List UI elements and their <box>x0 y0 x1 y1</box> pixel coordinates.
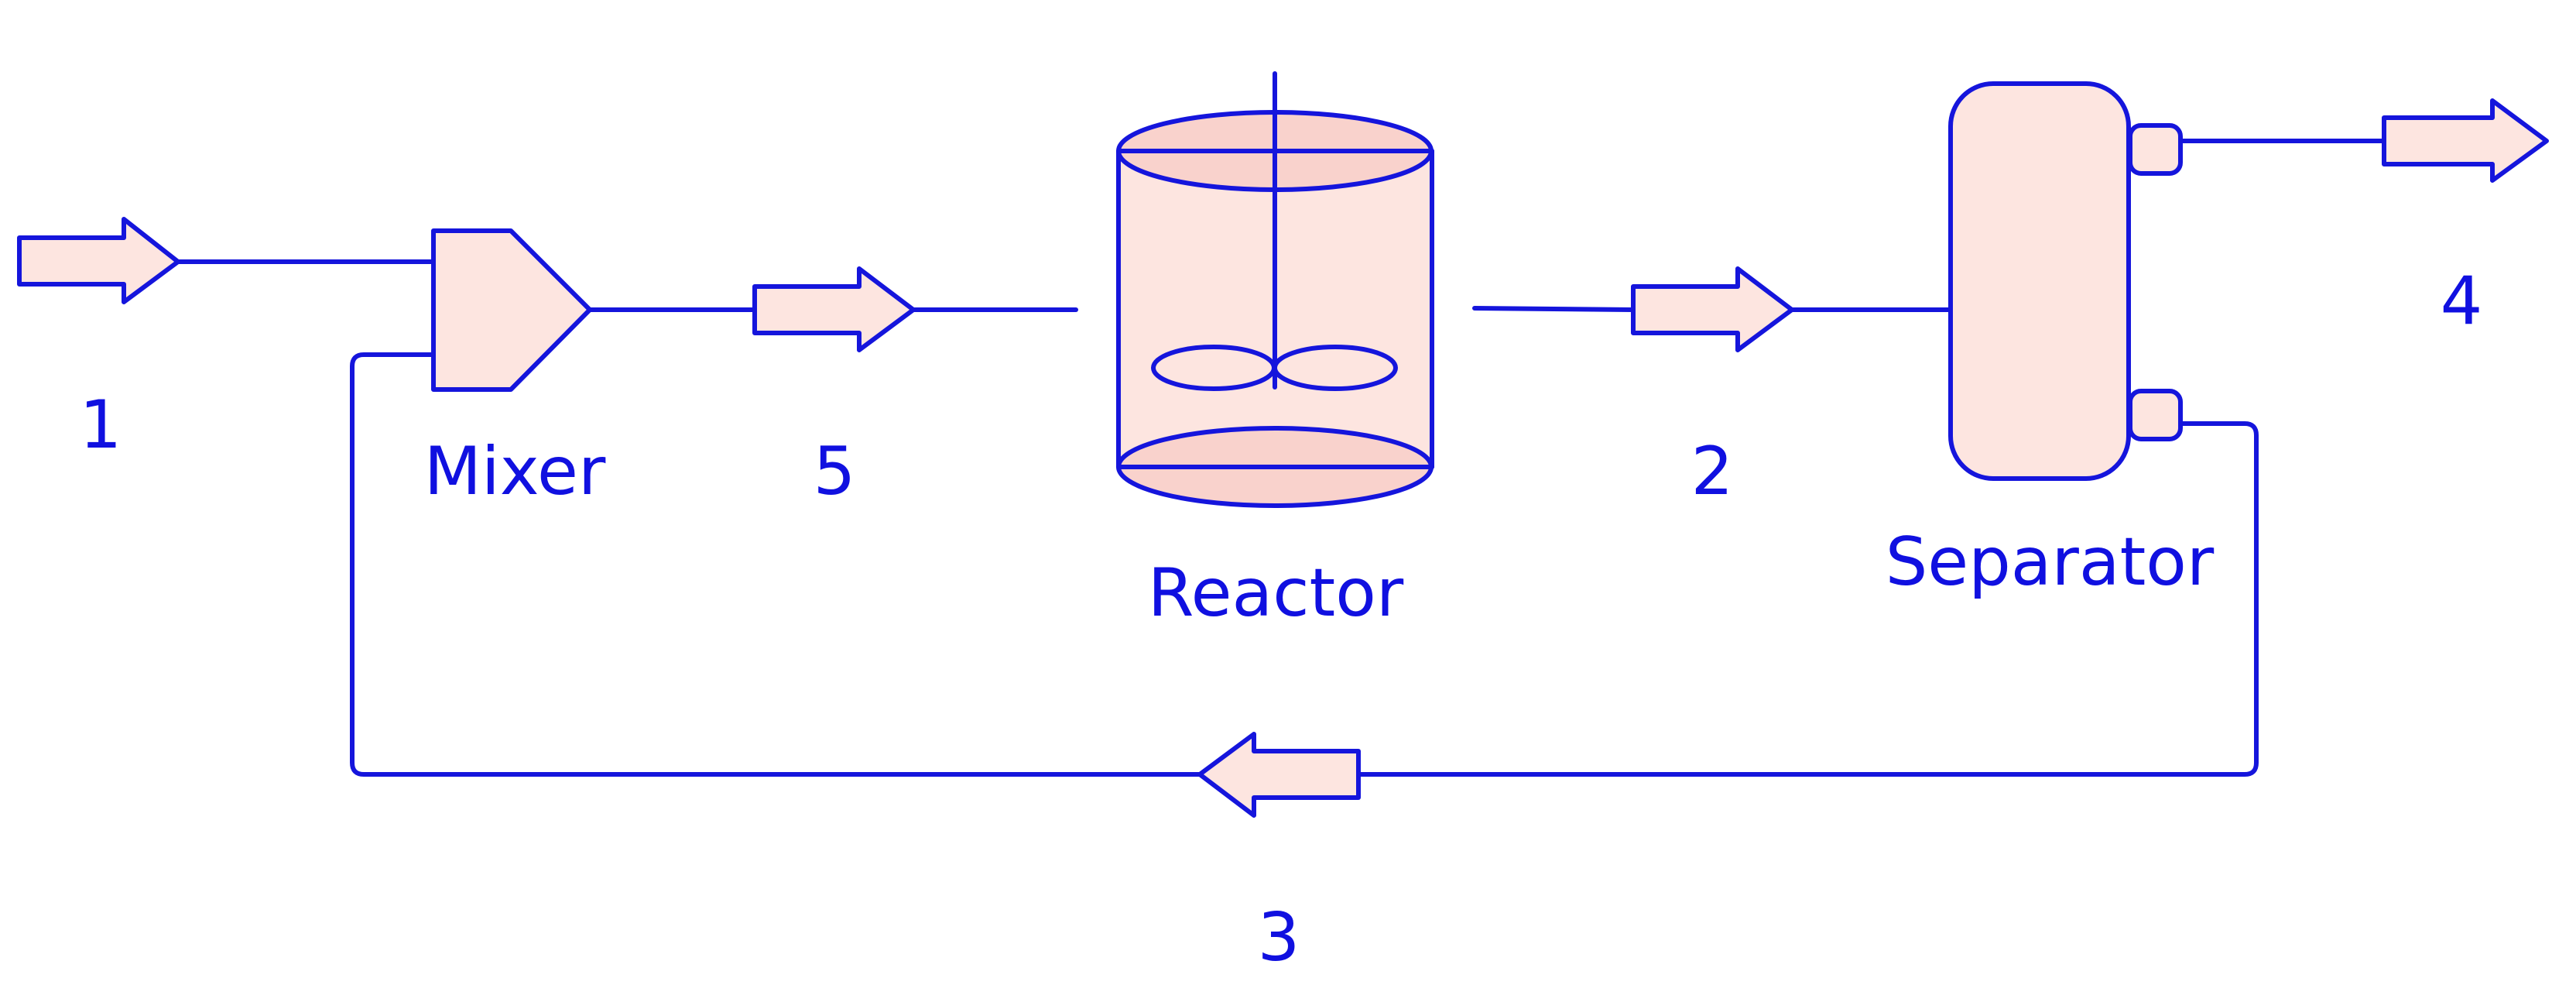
separator-bottom-nozzle <box>2128 389 2183 441</box>
impeller-blade-left-icon <box>1151 345 1276 391</box>
stream-3-line-right <box>1356 421 2259 777</box>
separator-vessel <box>1948 81 2131 481</box>
stream-2 <box>1472 266 1953 352</box>
stream-2-line-a <box>1472 306 1636 312</box>
stream-5 <box>587 266 1078 352</box>
reactor-label: Reactor <box>1148 554 1404 632</box>
mixer-label: Mixer <box>424 433 606 510</box>
reactor-shape <box>1116 71 1434 508</box>
stream-3-line-left <box>350 352 1202 777</box>
stream-4-arrow-icon <box>2382 98 2549 183</box>
stream-1-arrow-icon <box>17 217 180 304</box>
stream-5-arrow-icon <box>752 266 916 352</box>
stream-1-label: 1 <box>80 386 122 464</box>
impeller-blade-right-icon <box>1273 345 1398 391</box>
stream-4 <box>2178 98 2549 183</box>
mixer-shape <box>431 228 592 392</box>
separator-label: Separator <box>1886 523 2215 601</box>
stream-5-label: 5 <box>814 433 856 510</box>
stream-2-arrow-icon <box>1631 266 1794 352</box>
stream-3-label: 3 <box>1258 899 1300 976</box>
separator-shape <box>1948 81 2183 481</box>
stream-4-label: 4 <box>2441 263 2483 340</box>
stream-2-label: 2 <box>1691 433 1734 510</box>
stream-1 <box>17 217 436 304</box>
stream-3 <box>350 352 2259 818</box>
separator-top-nozzle <box>2128 123 2183 176</box>
stream-3-arrow-icon <box>1197 732 1361 818</box>
